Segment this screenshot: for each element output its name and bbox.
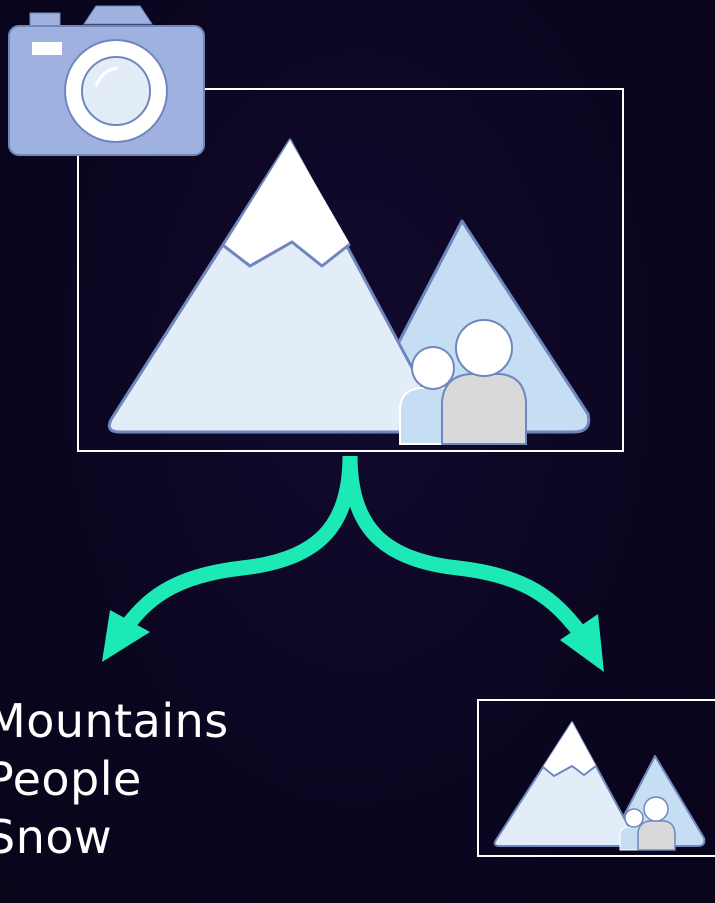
label-snow: Snow xyxy=(0,808,229,866)
arrow-left-line xyxy=(124,456,350,630)
person-front-head xyxy=(456,320,512,376)
person-back-head xyxy=(412,347,454,389)
camera-top xyxy=(84,6,152,24)
label-list: Mountains People Snow xyxy=(0,692,229,866)
small-person-front-body xyxy=(638,821,675,850)
people-icon-small xyxy=(620,797,675,850)
label-mountains: Mountains xyxy=(0,692,229,750)
person-front-body xyxy=(442,374,526,444)
arrow-right-line xyxy=(350,456,578,630)
small-person-back-head xyxy=(625,809,643,827)
small-person-front-head xyxy=(644,797,668,821)
label-people: People xyxy=(0,750,229,808)
camera-icon xyxy=(9,6,204,155)
branch-arrows xyxy=(102,456,604,672)
camera-viewfinder xyxy=(32,42,62,55)
